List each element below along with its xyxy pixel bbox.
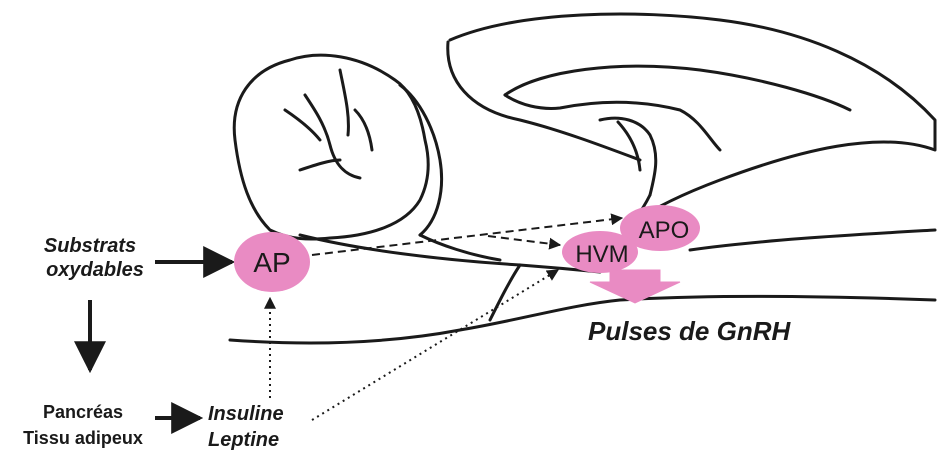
svg-text:APO: APO xyxy=(639,217,690,244)
brain-outline xyxy=(230,14,935,343)
arrow-leptine-to-hvm xyxy=(312,270,558,420)
label-tissu-adipeux: Tissu adipeux xyxy=(23,428,143,448)
label-substrats-line1: Substrats xyxy=(44,235,136,257)
svg-text:AP: AP xyxy=(253,247,290,278)
connections xyxy=(90,218,622,420)
label-pulses-gnrh: Pulses de GnRH xyxy=(588,316,791,346)
label-pancreas: Pancréas xyxy=(43,402,123,422)
arrow-branch-to-hvm xyxy=(488,236,560,245)
svg-text:HVM: HVM xyxy=(575,241,628,268)
label-leptine: Leptine xyxy=(208,429,279,451)
node-ap: AP xyxy=(234,232,310,292)
label-substrats-line2: oxydables xyxy=(46,259,144,281)
node-hvm: HVM xyxy=(562,231,638,273)
label-insuline: Insuline xyxy=(208,403,284,425)
